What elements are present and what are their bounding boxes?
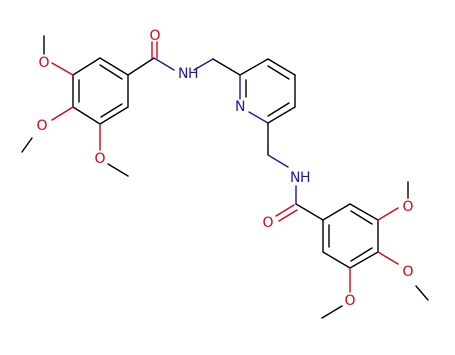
atom-labels: O N H N N H O O O O O O O (36, 28, 413, 309)
methoxy-oxygen-left-bottom: O (94, 151, 105, 167)
amide-nitrogen-left: N (178, 66, 188, 82)
methoxy-oxygen-right-mid: O (402, 264, 413, 280)
amide-oxygen-right: O (262, 215, 273, 231)
right-carbonyl (275, 185, 324, 222)
right-methylene-linker (267, 122, 289, 168)
amide-hydrogen-left: H (188, 66, 199, 82)
methoxy-oxygen-right-bottom: O (344, 293, 355, 309)
methoxy-oxygen-right-top: O (402, 199, 413, 215)
right-methoxy-groups (321, 181, 429, 319)
amide-hydrogen-right: H (300, 170, 311, 186)
methoxy-oxygen-left-mid: O (36, 118, 47, 134)
left-methylene-linker (193, 58, 241, 76)
pyridine-nitrogen: N (235, 99, 245, 115)
left-benzene-ring (72, 57, 129, 125)
right-benzene-ring (322, 203, 379, 269)
left-methoxy-groups (21, 35, 129, 177)
methoxy-oxygen-left-top: O (38, 55, 49, 71)
left-carbonyl (127, 41, 175, 76)
amide-oxygen-left: O (149, 28, 160, 44)
amide-nitrogen-right: N (290, 170, 300, 186)
pyridine-ring (239, 58, 296, 124)
